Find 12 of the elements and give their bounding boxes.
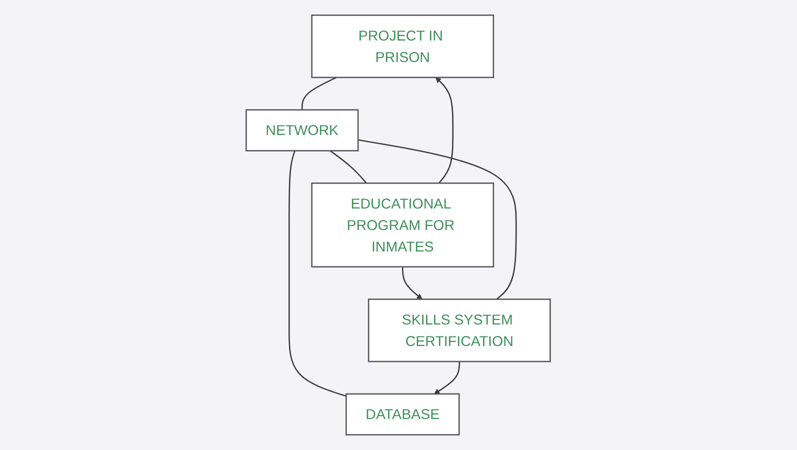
arrow xyxy=(436,77,454,184)
node-box: DATABASE xyxy=(346,393,460,436)
connector xyxy=(358,139,518,300)
node-box: SKILLS SYSTEM CERTIFICATION xyxy=(368,298,552,362)
node-box: PROJECT IN PRISON xyxy=(312,14,494,78)
node-box: NETWORK xyxy=(246,109,359,152)
node-box: EDUCATIONAL PROGRAM FOR INMATES xyxy=(312,182,494,268)
arrow xyxy=(434,362,460,394)
connector xyxy=(288,150,347,397)
connector xyxy=(330,150,368,184)
arrow xyxy=(402,266,423,300)
connector xyxy=(302,76,338,110)
